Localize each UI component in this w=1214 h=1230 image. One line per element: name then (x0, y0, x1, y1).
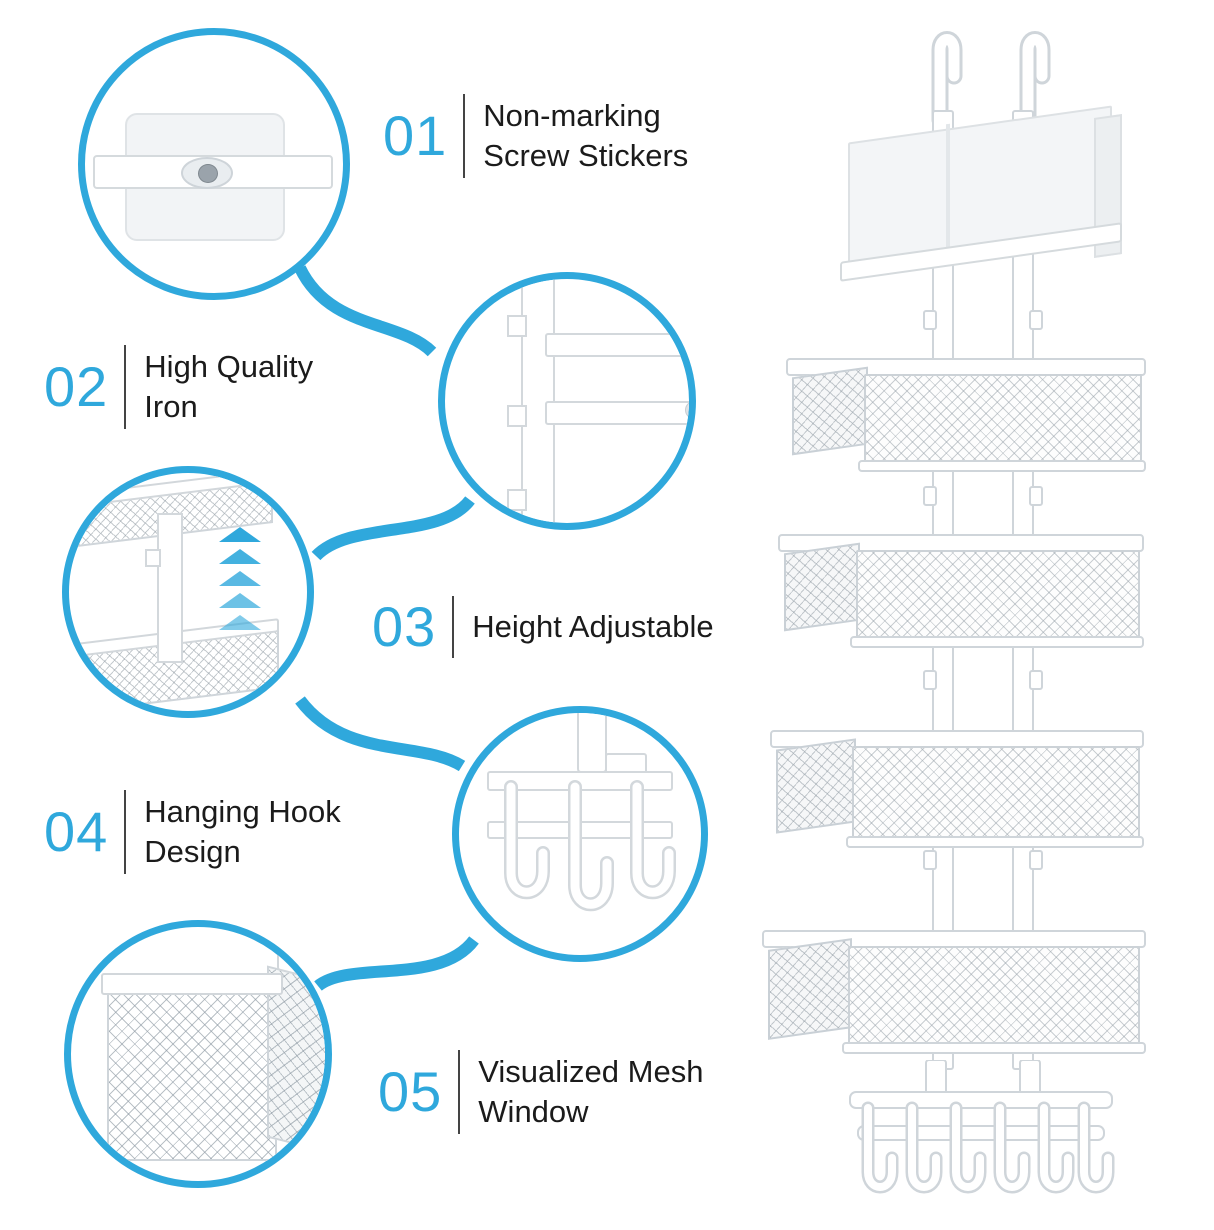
j-hooks (504, 780, 676, 912)
height-arrow-icon (219, 571, 261, 586)
adjust-post (157, 513, 183, 663)
post-notch (1029, 850, 1043, 870)
feature-02-number: 02 (44, 355, 109, 418)
feature-04-label: Hanging Hook Design (144, 794, 341, 869)
iron-arm-upper (545, 333, 689, 357)
post-notch (1029, 670, 1043, 690)
feature-03-number: 03 (372, 595, 437, 658)
basket-front-mesh (856, 550, 1140, 642)
basket-left-panel (768, 938, 852, 1040)
post-notch (1029, 486, 1043, 506)
mesh-basket-front (107, 991, 277, 1161)
basket-left-panel (776, 738, 856, 834)
height-arrow-icon (219, 527, 261, 542)
feature-04-number: 04 (44, 800, 109, 863)
bottom-hook-rail (849, 1060, 1115, 1194)
post-notch (923, 310, 937, 330)
post-notch (507, 315, 527, 337)
feature-01-number: 01 (383, 104, 448, 167)
divider (124, 345, 127, 429)
screw-washer (181, 157, 233, 189)
iron-arm-lower (545, 401, 689, 425)
feature-02-label: High Quality Iron (144, 349, 314, 424)
post-notch (923, 670, 937, 690)
mesh-basket-3 (770, 726, 1144, 862)
post-notch (1029, 310, 1043, 330)
post-notch (507, 405, 527, 427)
post-notch (923, 486, 937, 506)
divider (452, 596, 455, 658)
basket-bottom-rail (858, 460, 1146, 472)
mesh-basket-4 (762, 926, 1146, 1068)
mesh-basket-2 (778, 530, 1144, 660)
basket-bottom-rail (842, 1042, 1146, 1054)
basket-front-mesh (852, 746, 1140, 842)
callout-circle-screw-sticker (78, 28, 350, 300)
iron-arm-hole (685, 401, 689, 419)
callout-circle-hanging-hook (452, 706, 708, 962)
divider (463, 94, 466, 178)
basket-front-mesh (864, 374, 1142, 466)
feature-03-label: Height Adjustable (472, 609, 714, 645)
mesh-basket-rim (101, 973, 283, 995)
top-mesh-tray (836, 105, 1136, 286)
feature-01: 01 Non-marking Screw Stickers (383, 94, 688, 178)
height-arrow-icon (219, 615, 261, 630)
divider (458, 1050, 461, 1134)
callout-circle-mesh-window (64, 920, 332, 1188)
feature-05-label: Visualized Mesh Window (478, 1054, 704, 1129)
height-arrow-icon (219, 593, 261, 608)
post-notch (145, 549, 161, 567)
feature-01-label: Non-marking Screw Stickers (483, 98, 689, 173)
basket-left-panel (784, 542, 860, 632)
divider (124, 790, 127, 874)
door-hanger-hooks (931, 31, 1051, 129)
feature-05-number: 05 (378, 1060, 443, 1123)
basket-left-panel (792, 366, 868, 456)
feature-02: 02 High Quality Iron (44, 345, 313, 429)
feature-03: 03 Height Adjustable (372, 596, 714, 658)
feature-05: 05 Visualized Mesh Window (378, 1050, 703, 1134)
callout-circle-iron-bracket (438, 272, 696, 530)
feature-04: 04 Hanging Hook Design (44, 790, 341, 874)
screw-head (198, 164, 218, 183)
mesh-basket-1 (786, 354, 1146, 484)
callout-circle-height-adjustable (62, 466, 314, 718)
height-arrow-icon (219, 549, 261, 564)
post-notch (507, 489, 527, 511)
connector-chain (294, 265, 479, 992)
basket-front-mesh (848, 946, 1140, 1048)
basket-bottom-rail (850, 636, 1144, 648)
product-rack (740, 10, 1200, 1210)
basket-bottom-rail (846, 836, 1144, 848)
top-tray-divider (946, 123, 950, 257)
post-notch (923, 850, 937, 870)
